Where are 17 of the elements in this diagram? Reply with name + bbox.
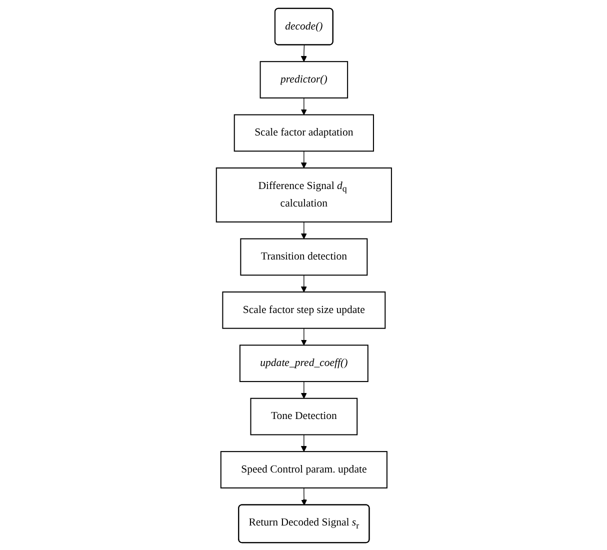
arrow (300, 380, 306, 398)
node-box: Scale factor adaptation (233, 114, 374, 152)
arrow (300, 221, 306, 239)
node-box: Difference Signal d$_{q}$ calculation (215, 166, 392, 222)
arrow (300, 487, 307, 505)
arrow (300, 274, 306, 292)
node-box: predictor() (259, 60, 348, 98)
node-box: Speed Control param. update (220, 450, 388, 488)
arrow (300, 434, 306, 452)
node-box: update_pred_coeff() (239, 344, 368, 382)
node-box: Tone Detection (250, 397, 358, 435)
node-box: Transition detection (240, 238, 368, 276)
arrow (300, 150, 306, 168)
arrow (300, 44, 306, 62)
arrow (300, 97, 306, 115)
arrow (300, 328, 306, 345)
node-box: Scale factor step size update (222, 291, 386, 328)
